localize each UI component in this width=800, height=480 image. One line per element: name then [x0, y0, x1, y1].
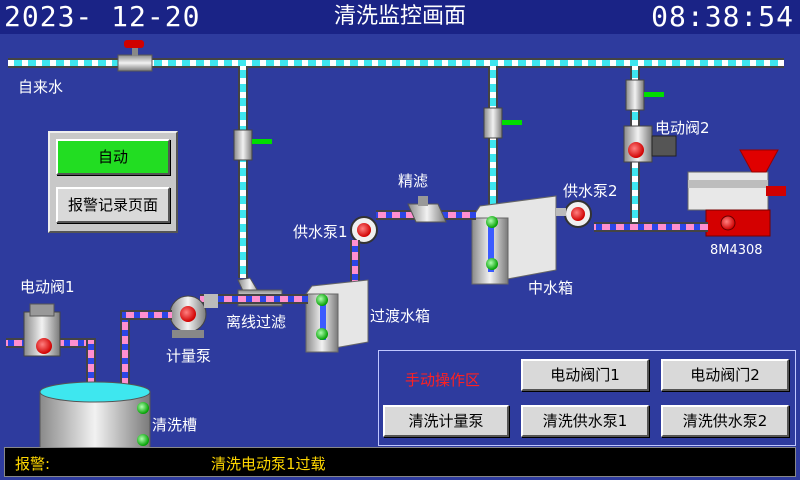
alarm-message: 清洗电动泵1过载	[211, 455, 326, 473]
clean-metering-pump-button[interactable]: 清洗计量泵	[383, 405, 509, 437]
electric-valve-1	[6, 303, 96, 392]
label-middle-tank: 中水箱	[528, 279, 574, 297]
supply-pump-2	[556, 200, 592, 228]
downpipe-middle	[488, 66, 498, 216]
header-bar: 清洗监控画面 2023- 12-20 08:38:54	[0, 0, 800, 34]
page-title: 清洗监控画面	[333, 4, 466, 29]
pipe-metering-to-transfer	[200, 294, 308, 304]
downpipe-left	[238, 66, 248, 278]
label-tap-water: 自来水	[18, 78, 64, 96]
auto-button[interactable]: 自动	[56, 139, 170, 175]
date-display: 2023- 12-20	[4, 0, 201, 33]
label-clean-tank: 清洗槽	[152, 416, 198, 434]
label-supply-pump-1: 供水泵1	[293, 223, 348, 241]
time-display: 08:38:54	[651, 0, 794, 33]
middle-tank	[471, 195, 557, 285]
label-fine-filter: 精滤	[398, 172, 429, 190]
manual-operation-panel: 手动操作区 电动阀门1 电动阀门2 清洗计量泵 清洗供水泵1 清洗供水泵2	[378, 350, 796, 446]
alarm-bar: 报警: 清洗电动泵1过载	[4, 447, 796, 477]
header-manual-valve	[117, 40, 153, 72]
supply-pump-1	[350, 216, 378, 244]
electric-valve-2	[623, 125, 677, 163]
label-transfer-tank: 过渡水箱	[370, 307, 431, 325]
tap-water-header-pipe	[8, 58, 784, 68]
valve-1-button[interactable]: 电动阀门1	[521, 359, 649, 391]
alarm-log-button[interactable]: 报警记录页面	[56, 187, 170, 223]
label-metering-pump: 计量泵	[166, 347, 212, 365]
manual-panel-title: 手动操作区	[405, 371, 481, 389]
auto-panel: 自动 报警记录页面	[48, 131, 178, 233]
pipe-pump2-to-machine	[594, 222, 708, 232]
metering-pump	[169, 294, 218, 338]
fine-filter	[407, 196, 447, 223]
label-valve-2: 电动阀2	[655, 119, 710, 137]
label-valve-1: 电动阀1	[20, 278, 75, 296]
pipe-clean-tank-to-metering	[120, 310, 172, 390]
clean-tank	[39, 381, 151, 451]
pipe-pump1-down	[350, 240, 360, 286]
label-supply-pump-2: 供水泵2	[563, 182, 618, 200]
inline-valve-right	[625, 79, 664, 111]
inline-valve-left	[233, 129, 272, 161]
label-offline-filter: 离线过滤	[226, 313, 287, 331]
inline-valve-middle	[483, 107, 522, 139]
label-machine-id: 8M4308	[710, 243, 763, 258]
machine-8m4308	[687, 149, 786, 237]
valve-2-button[interactable]: 电动阀门2	[661, 359, 789, 391]
clean-supply-pump-1-button[interactable]: 清洗供水泵1	[521, 405, 649, 437]
transfer-tank	[305, 279, 369, 353]
alarm-label: 报警:	[15, 455, 51, 473]
clean-supply-pump-2-button[interactable]: 清洗供水泵2	[661, 405, 789, 437]
